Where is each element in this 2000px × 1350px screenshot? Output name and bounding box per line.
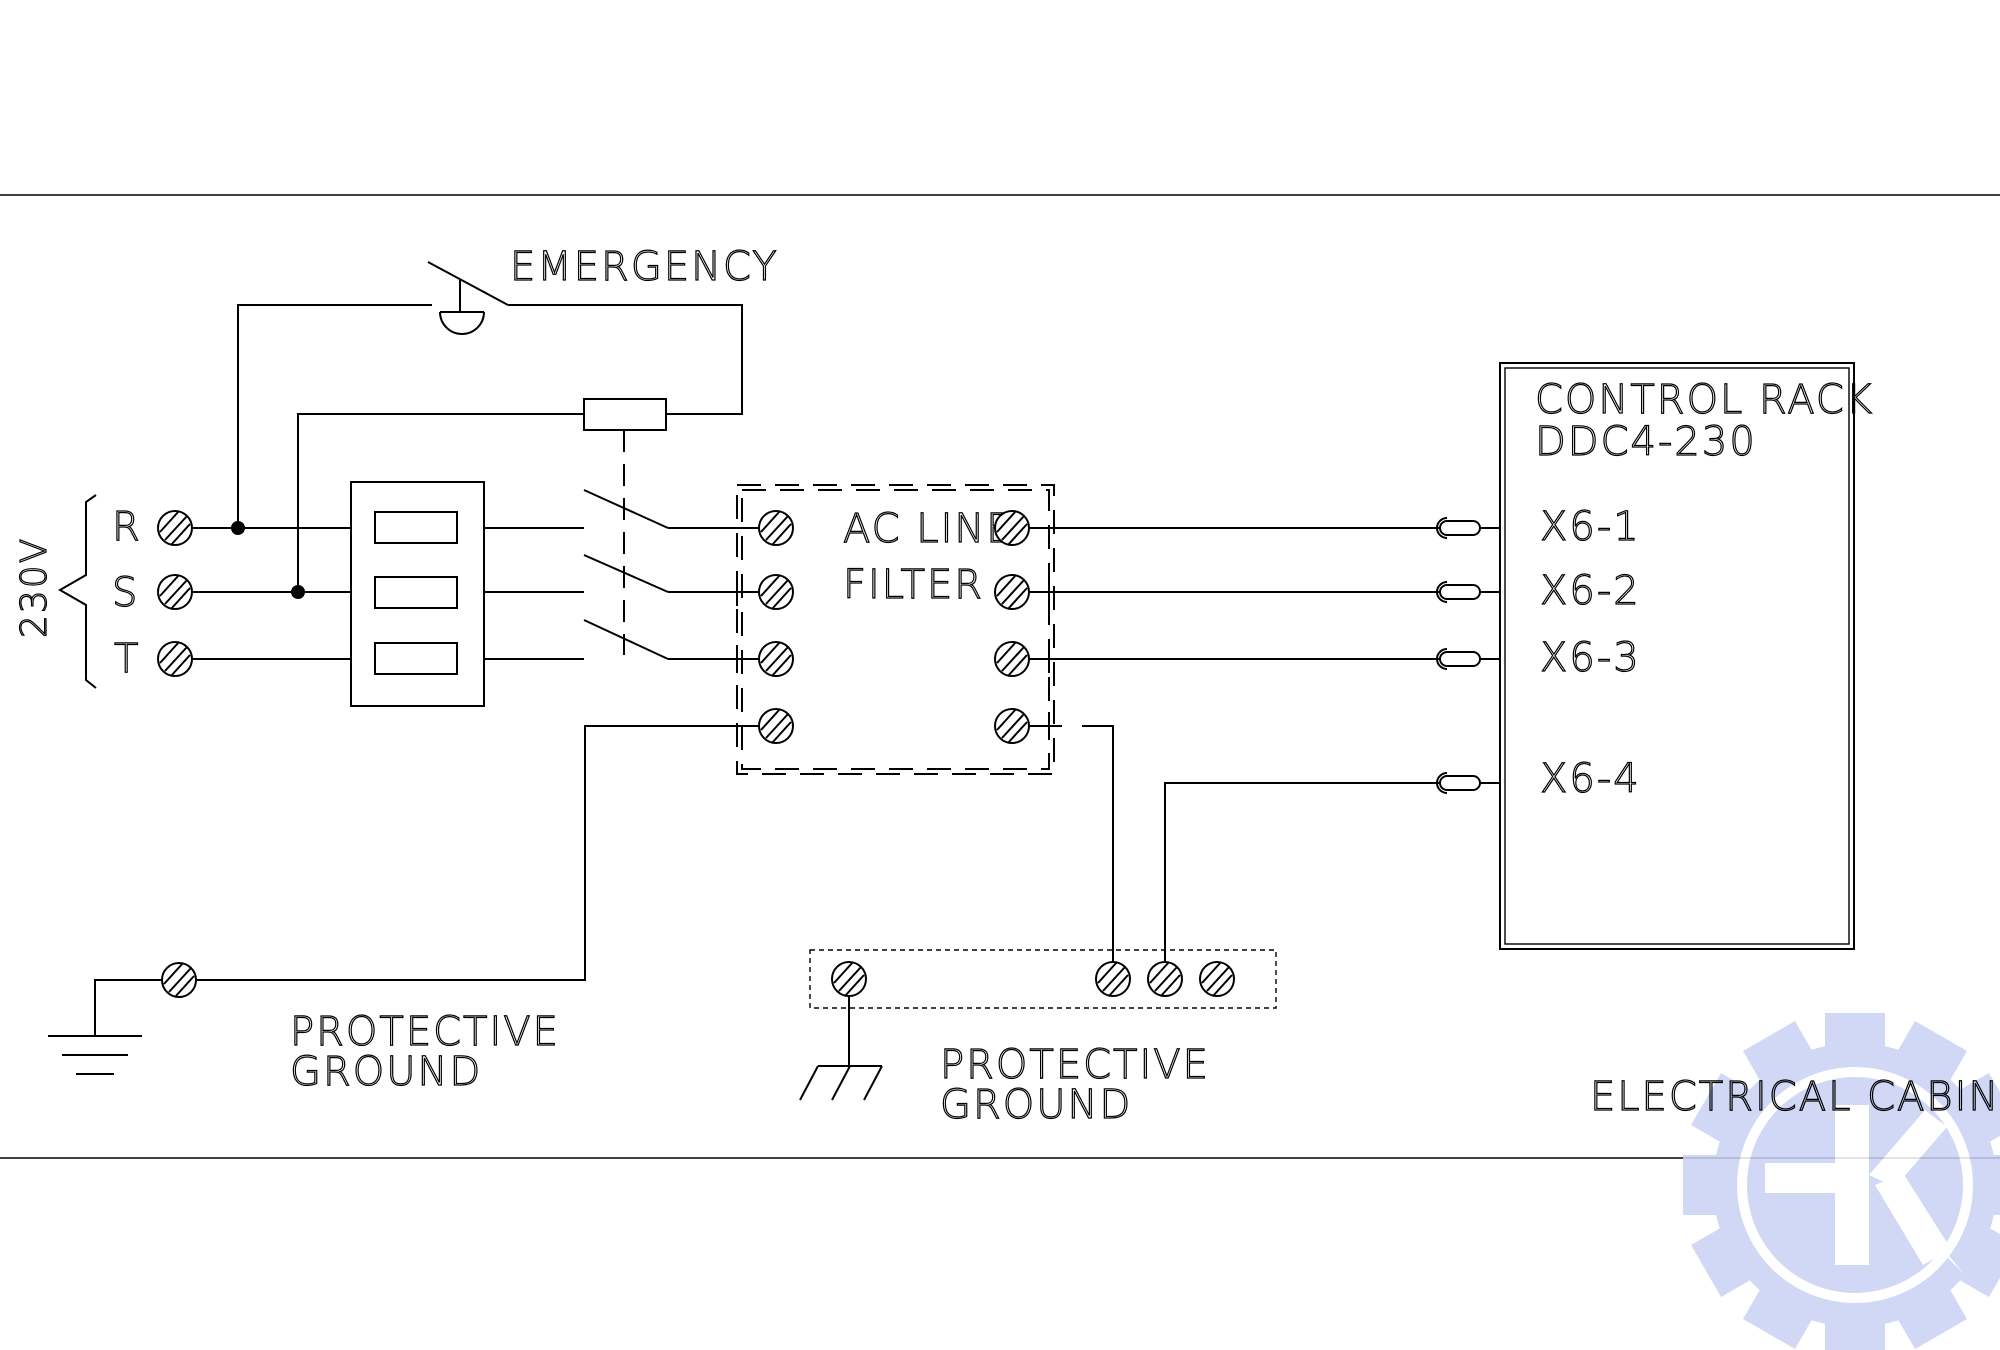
fuse-s	[374, 576, 458, 609]
contact-s	[583, 554, 669, 593]
screw-terminal-icon	[994, 641, 1030, 677]
rack-pin-x6-2: X6-2	[1540, 568, 1641, 614]
plug-connector-x6-2	[1436, 581, 1481, 603]
emergency-wire-left	[237, 304, 432, 528]
wire-x6-4	[1164, 782, 1440, 962]
phase-s-label: S	[112, 570, 139, 616]
rack-pin-x6-1: X6-1	[1540, 504, 1641, 550]
fuse-t	[374, 642, 458, 675]
ground-mid-label-line1: PROTECTIVE	[940, 1042, 1210, 1088]
ground-wire-left	[94, 979, 162, 1036]
screw-terminal-icon	[758, 641, 794, 677]
rack-pin-x6-3: X6-3	[1540, 635, 1641, 681]
filter-label-line1: AC LINE	[843, 506, 1014, 552]
ground-symbol-icon	[48, 1035, 142, 1075]
emergency-label: EMERGENCY	[510, 244, 779, 290]
voltage-brace	[57, 494, 97, 689]
screw-terminal-icon	[758, 510, 794, 546]
screw-terminal-icon	[1095, 961, 1131, 997]
filter-label-line2: FILTER	[843, 562, 984, 608]
ac-line-filter-box	[736, 484, 1055, 775]
contact-r	[583, 489, 669, 529]
screw-terminal-icon	[161, 962, 197, 998]
screw-terminal-icon	[831, 961, 867, 997]
cabinet-label: ELECTRICAL CABINET	[1590, 1074, 2000, 1120]
screw-terminal-icon	[157, 574, 193, 610]
junction-dot-r	[231, 521, 245, 535]
screw-terminal-icon	[758, 708, 794, 744]
voltage-label: 230V	[14, 537, 55, 638]
screw-terminal-icon	[758, 574, 794, 610]
fuse-r	[374, 511, 458, 544]
screw-terminal-icon	[1199, 961, 1235, 997]
ground-left-label-line2: GROUND	[290, 1049, 482, 1095]
ground-mid-label-line2: GROUND	[940, 1082, 1132, 1128]
junction-dot-s	[291, 585, 305, 599]
phase-t-label: T	[114, 636, 140, 682]
emergency-button-icon	[439, 311, 485, 335]
control-rack-box	[1499, 362, 1855, 950]
screw-terminal-icon	[157, 641, 193, 677]
screw-terminal-icon	[994, 574, 1030, 610]
gear-logo-icon	[1683, 1013, 2000, 1350]
filter-pe-to-bus	[1082, 725, 1114, 962]
plug-connector-x6-1	[1436, 517, 1481, 539]
rack-label-line1: CONTROL RACK	[1535, 377, 1874, 423]
contact-t	[583, 619, 669, 660]
control-rack-inner	[1504, 367, 1850, 945]
ac-line-filter-inner	[741, 489, 1050, 770]
rack-pin-x6-4: X6-4	[1540, 756, 1641, 802]
emergency-wire-right	[508, 304, 743, 415]
screw-terminal-icon	[1147, 961, 1183, 997]
filter-pe-in	[196, 725, 760, 981]
screw-terminal-icon	[994, 510, 1030, 546]
screw-terminal-icon	[157, 510, 193, 546]
plug-connector-x6-3	[1436, 648, 1481, 670]
ground-bus-bar	[809, 949, 1277, 1009]
ground-left-label-line1: PROTECTIVE	[290, 1009, 560, 1055]
contactor-coil	[583, 398, 667, 431]
screw-terminal-icon	[994, 708, 1030, 744]
emergency-switch-blade	[427, 261, 509, 306]
rack-label-line2: DDC4-230	[1535, 419, 1757, 465]
phase-r-label: R	[112, 504, 142, 550]
plug-connector-x6-4	[1436, 772, 1481, 794]
ground-symbol-icon	[799, 1065, 883, 1101]
coil-wire-s	[297, 413, 584, 592]
